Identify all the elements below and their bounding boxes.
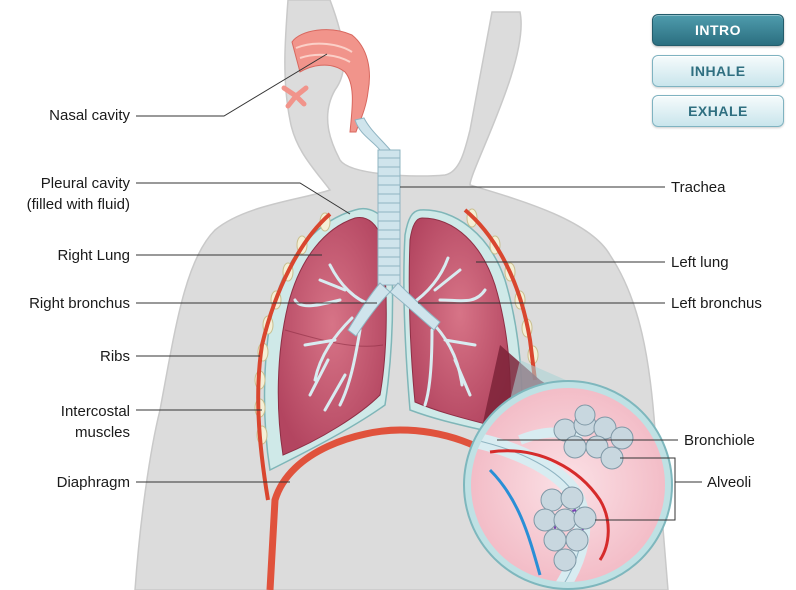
label-alveoli: Alveoli [707, 472, 751, 493]
label-nasal-cavity: Nasal cavity [49, 105, 130, 126]
label-right-bronchus: Right bronchus [29, 293, 130, 314]
label-intercostal-line2: muscles [61, 422, 130, 443]
label-pleural-cavity-line1: Pleural cavity [27, 173, 130, 194]
inhale-button[interactable]: INHALE [652, 55, 784, 87]
label-left-bronchus: Left bronchus [671, 293, 762, 314]
label-pleural-cavity-line2: (filled with fluid) [27, 194, 130, 215]
label-intercostal-muscles: Intercostal muscles [61, 401, 130, 443]
label-intercostal-line1: Intercostal [61, 401, 130, 422]
label-left-lung: Left lung [671, 252, 729, 273]
label-trachea: Trachea [671, 177, 725, 198]
exhale-button[interactable]: EXHALE [652, 95, 784, 127]
label-right-lung: Right Lung [57, 245, 130, 266]
label-pleural-cavity: Pleural cavity (filled with fluid) [27, 173, 130, 215]
label-ribs: Ribs [100, 346, 130, 367]
alveoli-magnified-view [464, 381, 672, 590]
label-bronchiole: Bronchiole [684, 430, 755, 451]
intro-button[interactable]: INTRO [652, 14, 784, 46]
label-diaphragm: Diaphragm [57, 472, 130, 493]
